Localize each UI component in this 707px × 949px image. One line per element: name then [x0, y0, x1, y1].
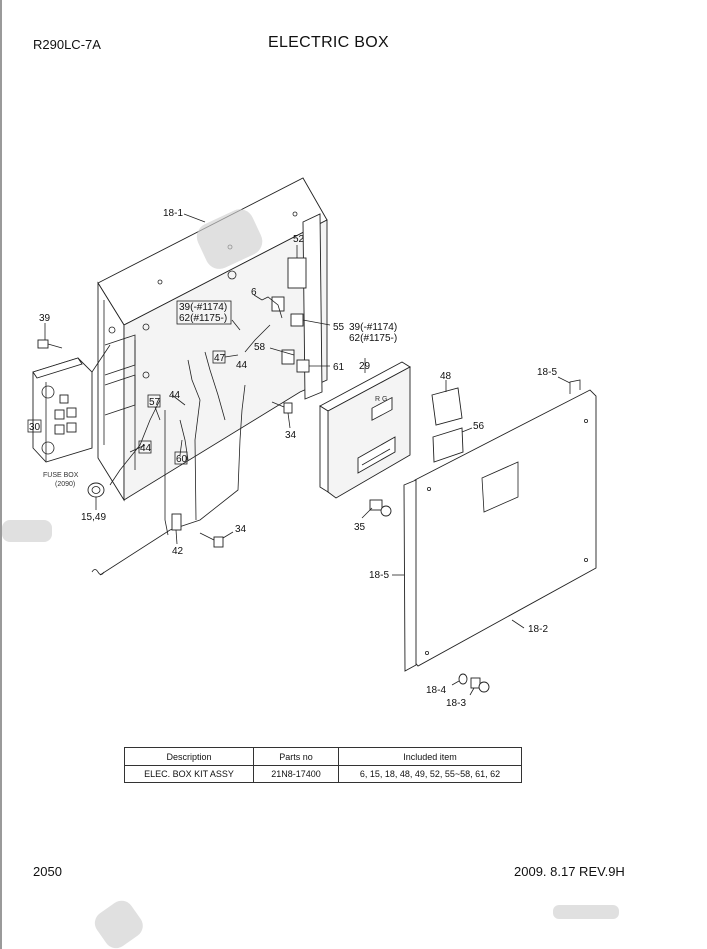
callout-15-49: 15,49	[81, 512, 106, 523]
relay-52	[287, 245, 307, 289]
callout-18-3: 18-3	[446, 698, 466, 709]
watermark-smudges	[2, 209, 619, 949]
callout-18-1: 18-1	[163, 208, 183, 219]
label-56	[432, 427, 464, 463]
page-title: ELECTRIC BOX	[268, 34, 389, 51]
callout-52: 52	[293, 234, 305, 245]
gasket-18-5	[403, 479, 417, 672]
bolt-18-3	[469, 677, 490, 696]
table-header-row: Description Parts no Included item	[124, 747, 522, 766]
callout-35: 35	[354, 522, 366, 533]
relay-61	[296, 359, 310, 373]
washer-18-4	[451, 673, 468, 686]
wire-harness	[91, 351, 246, 576]
callout-47: 47	[214, 353, 226, 364]
fuse-box-ref: (2090)	[55, 481, 75, 488]
row-description: ELEC. BOX KIT ASSY	[124, 765, 254, 783]
callout-18-4: 18-4	[426, 685, 446, 696]
callout-18-5-side: 18-5	[369, 570, 389, 581]
kit-parts-table: Description Parts no Included item ELEC.…	[124, 747, 522, 783]
callout-42: 42	[172, 546, 184, 557]
relay-58	[281, 349, 295, 365]
revision-date: 2009. 8.17 REV.9H	[514, 864, 625, 879]
header-included-item: Included item	[338, 747, 522, 766]
callout-44-middle: 44	[169, 390, 181, 401]
callout-30: 30	[29, 422, 41, 433]
bolt-35	[361, 499, 392, 519]
callout-39-early: 39(-#1174)	[179, 302, 227, 313]
ecu-29	[319, 358, 411, 499]
header-description: Description	[124, 747, 254, 766]
row-parts-no: 21N8-17400	[253, 765, 339, 783]
callout-58: 58	[254, 342, 266, 353]
callout-39: 39	[39, 313, 51, 324]
callout-55: 55	[333, 322, 345, 333]
component-6	[271, 296, 285, 312]
callout-29: 29	[359, 361, 371, 372]
page-left-edge	[0, 0, 2, 949]
bolt-39	[37, 323, 63, 349]
ecu-label: R G	[375, 396, 387, 403]
callout-56: 56	[473, 421, 485, 432]
callout-62-late-right: 62(#1175-)	[349, 333, 397, 344]
model-number: R290LC-7A	[33, 37, 101, 52]
callout-34-upper: 34	[285, 430, 297, 441]
fuse-box-label: FUSE BOX	[43, 472, 79, 479]
callout-39-early-right: 39(-#1174)	[349, 322, 397, 333]
header-parts-no: Parts no	[253, 747, 339, 766]
table-row: ELEC. BOX KIT ASSY 21N8-17400 6, 15, 18,…	[124, 765, 522, 783]
callout-6: 6	[251, 287, 257, 298]
callout-62-late: 62(#1175-)	[179, 313, 227, 324]
label-48	[431, 387, 463, 426]
callout-34-lower: 34	[235, 524, 247, 535]
callout-18-2: 18-2	[528, 624, 548, 635]
clip-42	[171, 513, 182, 545]
bolt-34-lower	[199, 531, 234, 548]
fuse-box	[32, 344, 111, 463]
callout-18-5-top: 18-5	[537, 367, 557, 378]
callout-60: 60	[176, 454, 188, 465]
bolt-34-upper	[271, 401, 293, 429]
callout-61: 61	[333, 362, 345, 373]
callout-57: 57	[149, 397, 161, 408]
callout-44-upper: 44	[236, 360, 248, 371]
row-included-items: 6, 15, 18, 48, 49, 52, 55~58, 61, 62	[338, 765, 522, 783]
grommet-15-49	[87, 482, 105, 510]
page-number: 2050	[33, 864, 62, 879]
relay-55	[290, 313, 304, 327]
callout-44-lower: 44	[140, 443, 152, 454]
callout-48: 48	[440, 371, 452, 382]
